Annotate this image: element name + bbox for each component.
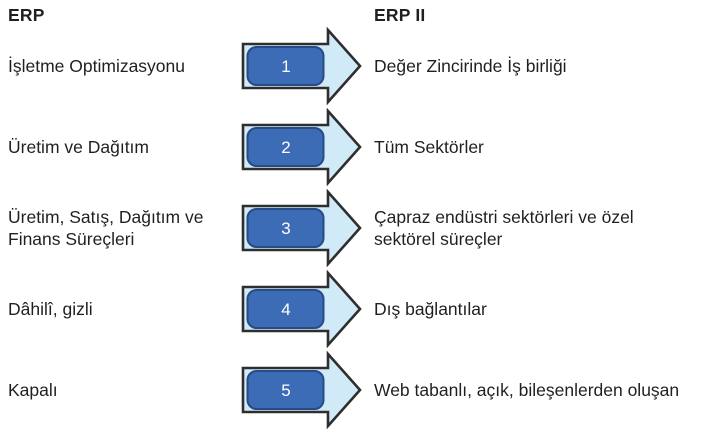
- left-label-row2: Üretim ve Dağıtım: [8, 137, 149, 157]
- step-number-badge: 3: [281, 219, 290, 238]
- erp2-header: ERP II: [374, 5, 426, 25]
- step-number-badge: 2: [281, 138, 290, 157]
- left-label-row1: İşletme Optimizasyonu: [8, 56, 186, 76]
- right-label-row4: Dış bağlantılar: [374, 299, 487, 319]
- right-label-row2: Tüm Sektörler: [374, 137, 484, 157]
- right-arrow-icon: 5: [241, 351, 363, 429]
- step-number-badge: 4: [281, 300, 290, 319]
- left-label-row4: Dâhilî, gizli: [8, 299, 93, 319]
- right-arrow-icon: 1: [241, 27, 363, 105]
- right-arrow-icon: 2: [241, 108, 363, 186]
- right-arrow-icon: 4: [241, 270, 363, 348]
- right-label-row5: Web tabanlı, açık, bileşenlerden oluşan: [374, 380, 680, 400]
- left-label-row5: Kapalı: [8, 380, 58, 400]
- left-label-row3: Üretim, Satış, Dağıtım ve Finans Süreçle…: [8, 207, 204, 249]
- right-label-row1: Değer Zincirinde İş birliği: [374, 56, 567, 76]
- right-arrow-icon: 3: [241, 189, 363, 267]
- erp-header: ERP: [8, 5, 45, 25]
- step-number-badge: 1: [281, 57, 290, 76]
- right-label-row3: Çapraz endüstri sektörleri ve özel sektö…: [374, 207, 634, 249]
- step-number-badge: 5: [281, 381, 290, 400]
